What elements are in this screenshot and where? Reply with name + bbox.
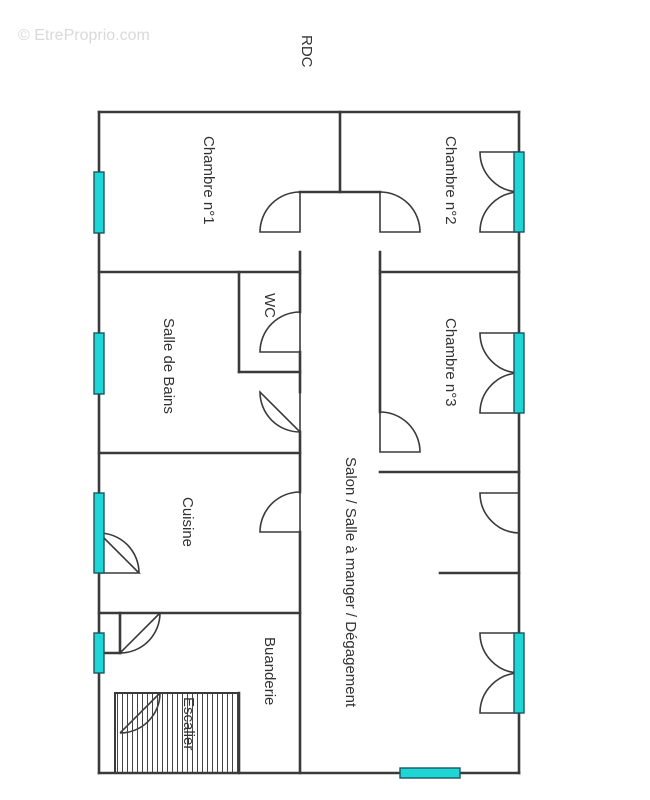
- room-label-chambre-3: Chambre n°3: [442, 318, 459, 407]
- window-cuisine: [93, 492, 105, 574]
- level-label: RDC: [298, 35, 315, 68]
- room-label-wc: WC: [261, 293, 278, 318]
- door-chambre-2: [379, 191, 421, 233]
- room-label-salle-de-bains: Salle de Bains: [160, 318, 177, 414]
- window-salle-de-bains: [93, 332, 105, 395]
- door-cuisine-exterior: [98, 532, 141, 574]
- window-salon: [513, 632, 525, 714]
- room-label-buanderie: Buanderie: [261, 637, 278, 705]
- room-label-chambre-1: Chambre n°1: [200, 136, 217, 225]
- door-chambre-3: [379, 411, 421, 453]
- staircase: [114, 692, 240, 774]
- door-cuisine: [259, 491, 301, 533]
- room-label-escalier: Escalier: [180, 697, 197, 750]
- window-chambre-3: [513, 332, 525, 414]
- watermark: © EtreProprio.com: [18, 27, 150, 44]
- window-salon-bottom: [399, 767, 461, 779]
- door-chambre-1: [259, 191, 301, 233]
- room-label-chambre-2: Chambre n°2: [442, 136, 459, 225]
- door-wc: [259, 311, 301, 353]
- room-label-cuisine: Cuisine: [179, 497, 196, 547]
- window-chambre-1: [93, 171, 105, 234]
- door-salon-right: [479, 492, 520, 534]
- windows: [93, 151, 525, 779]
- door-salle-de-bains: [259, 390, 301, 434]
- window-chambre-2: [513, 151, 525, 233]
- doors: [98, 151, 520, 734]
- room-label-salon: Salon / Salle à manger / Dégagement: [342, 457, 359, 708]
- interior-walls: [97, 110, 521, 775]
- door-buanderie: [119, 612, 161, 654]
- window-buanderie: [93, 632, 105, 674]
